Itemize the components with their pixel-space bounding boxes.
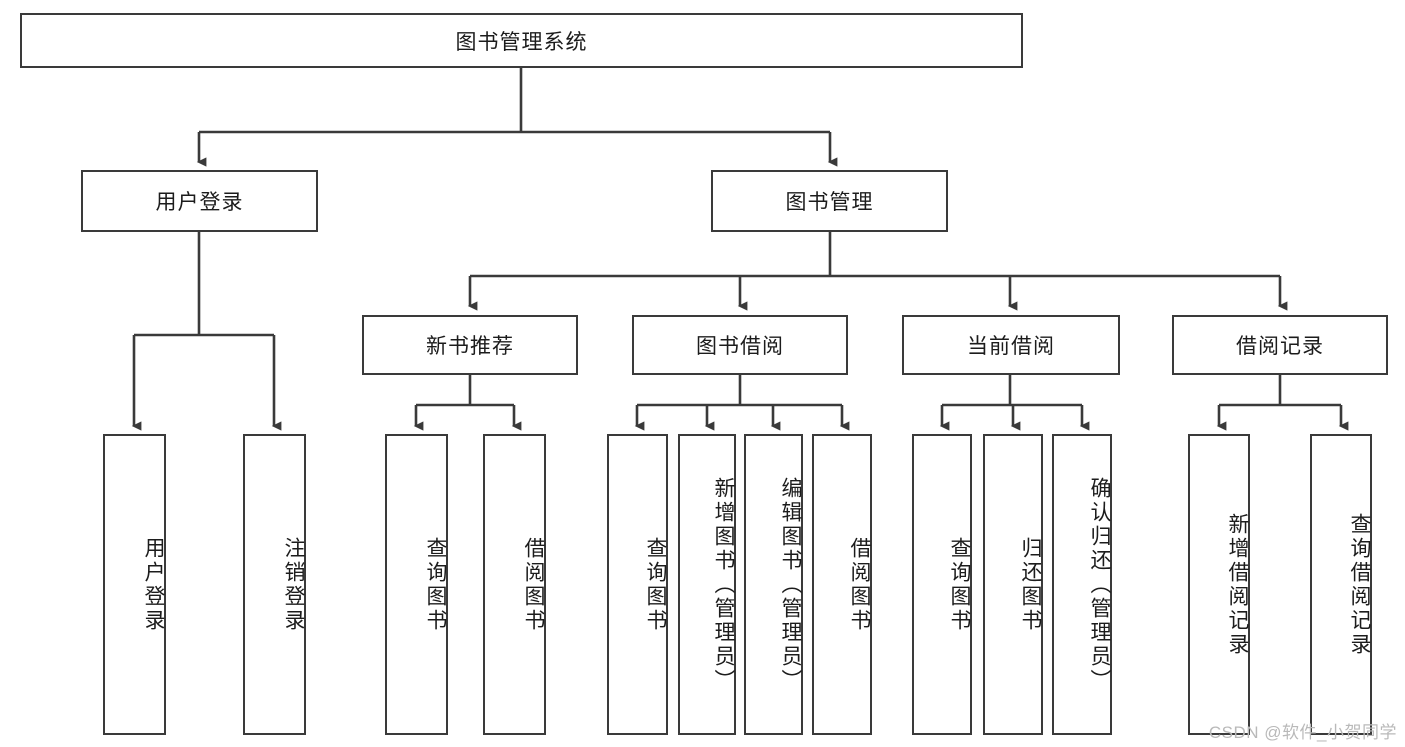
leaf-query-book-current[interactable]: 查询图书 xyxy=(912,434,972,735)
node-label: 新增借阅记录 xyxy=(1226,512,1249,657)
node-label: 图书管理系统 xyxy=(455,30,588,54)
node-label: 查询图书 xyxy=(644,536,667,633)
node-label: 查询图书 xyxy=(424,536,447,633)
watermark: CSDN @软件_小贺同学 xyxy=(1208,723,1397,742)
node-current-borrow[interactable]: 当前借阅 xyxy=(902,315,1120,375)
leaf-user-login[interactable]: 用户登录 xyxy=(103,434,166,735)
leaf-borrow-book[interactable]: 借阅图书 xyxy=(812,434,872,735)
node-label: 编辑图书（管理员） xyxy=(779,476,802,693)
node-label: 新增图书（管理员） xyxy=(712,476,735,693)
node-user-login[interactable]: 用户登录 xyxy=(81,170,318,232)
leaf-add-book-admin[interactable]: 新增图书（管理员） xyxy=(678,434,736,735)
leaf-add-borrow-record[interactable]: 新增借阅记录 xyxy=(1188,434,1250,735)
node-label: 用户登录 xyxy=(155,191,244,214)
node-label: 图书借阅 xyxy=(696,335,784,358)
node-label: 归还图书 xyxy=(1019,536,1042,633)
node-borrow-record[interactable]: 借阅记录 xyxy=(1172,315,1388,375)
node-label: 借阅图书 xyxy=(848,536,871,633)
node-label: 查询借阅记录 xyxy=(1348,512,1371,657)
leaf-confirm-return-admin[interactable]: 确认归还（管理员） xyxy=(1052,434,1112,735)
node-book-borrow[interactable]: 图书借阅 xyxy=(632,315,848,375)
node-label: 新书推荐 xyxy=(426,335,514,358)
node-label: 注销登录 xyxy=(282,536,305,633)
node-label: 借阅记录 xyxy=(1236,335,1324,358)
node-new-book-recommend[interactable]: 新书推荐 xyxy=(362,315,578,375)
leaf-query-book-rec[interactable]: 查询图书 xyxy=(385,434,448,735)
node-label: 当前借阅 xyxy=(967,335,1055,358)
node-label: 图书管理 xyxy=(785,191,874,214)
leaf-query-book-borrow[interactable]: 查询图书 xyxy=(607,434,668,735)
node-label: 借阅图书 xyxy=(522,536,545,633)
leaf-return-book[interactable]: 归还图书 xyxy=(983,434,1043,735)
node-label: 确认归还（管理员） xyxy=(1088,476,1111,693)
node-book-management[interactable]: 图书管理 xyxy=(711,170,948,232)
leaf-logout[interactable]: 注销登录 xyxy=(243,434,306,735)
leaf-edit-book-admin[interactable]: 编辑图书（管理员） xyxy=(744,434,803,735)
node-label: 用户登录 xyxy=(142,536,165,633)
node-root[interactable]: 图书管理系统 xyxy=(20,13,1023,68)
node-label: 查询图书 xyxy=(948,536,971,633)
leaf-query-borrow-record[interactable]: 查询借阅记录 xyxy=(1310,434,1372,735)
leaf-borrow-book-rec[interactable]: 借阅图书 xyxy=(483,434,546,735)
